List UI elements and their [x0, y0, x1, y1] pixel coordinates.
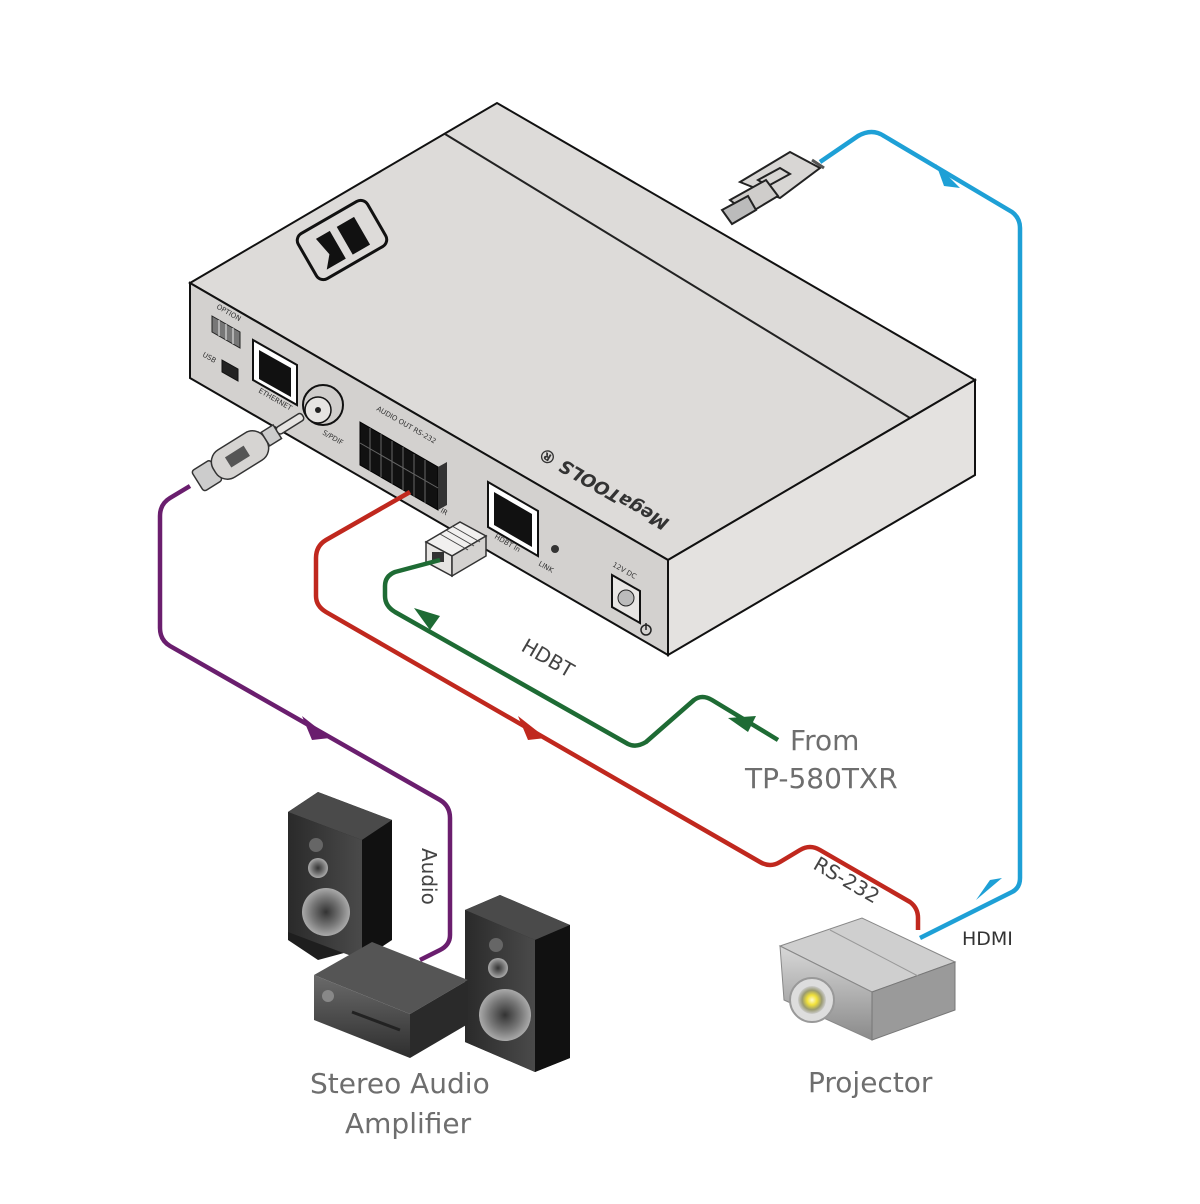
projector: Projector [778, 917, 957, 1099]
kramer-logo [295, 198, 389, 282]
stereo-amplifier-system: Stereo Audio Amplifier [288, 792, 570, 1140]
audio-arrow-icon [302, 716, 330, 740]
rj45-plug [424, 521, 488, 578]
hdmi-arrow-icon [936, 164, 960, 188]
hdmi-cable [720, 129, 1023, 941]
amplifier [314, 942, 468, 1058]
hdbt-arrow-icon [728, 716, 756, 732]
audio-cable: Audio [157, 412, 453, 963]
power-icon [640, 623, 652, 636]
audio-label: Audio [417, 848, 441, 905]
projector-label: Projector [808, 1066, 933, 1099]
rca-plug [191, 412, 305, 492]
amplifier-label-line2: Amplifier [345, 1107, 472, 1140]
ir-label: IR [439, 507, 449, 517]
hdbt-label: HDBT [518, 634, 580, 683]
left-speaker [288, 792, 392, 960]
hdmi-label: HDMI [962, 928, 1013, 950]
source-line2: TP-580TXR [744, 762, 898, 795]
power-port[interactable]: 12V DC [611, 561, 641, 625]
hdmi-plug [720, 150, 825, 226]
amplifier-label-line1: Stereo Audio [310, 1067, 490, 1100]
spdif-port[interactable]: S/PDIF [302, 384, 344, 447]
hdbt-in-port[interactable]: HDBT In [487, 480, 539, 558]
receiver-device: MegaTOOLS ® OPTION USB ETHERNET S/PDIF [188, 101, 977, 657]
rs232-arrow-icon [518, 716, 546, 740]
hdbt-arrow-icon [414, 608, 440, 630]
source-label: From TP-580TXR [744, 724, 898, 795]
ethernet-port[interactable]: ETHERNET [252, 338, 298, 413]
hdmi-arrow-icon [976, 878, 1002, 900]
source-line1: From [790, 724, 859, 757]
device-side [667, 378, 976, 657]
right-speaker [465, 895, 570, 1072]
